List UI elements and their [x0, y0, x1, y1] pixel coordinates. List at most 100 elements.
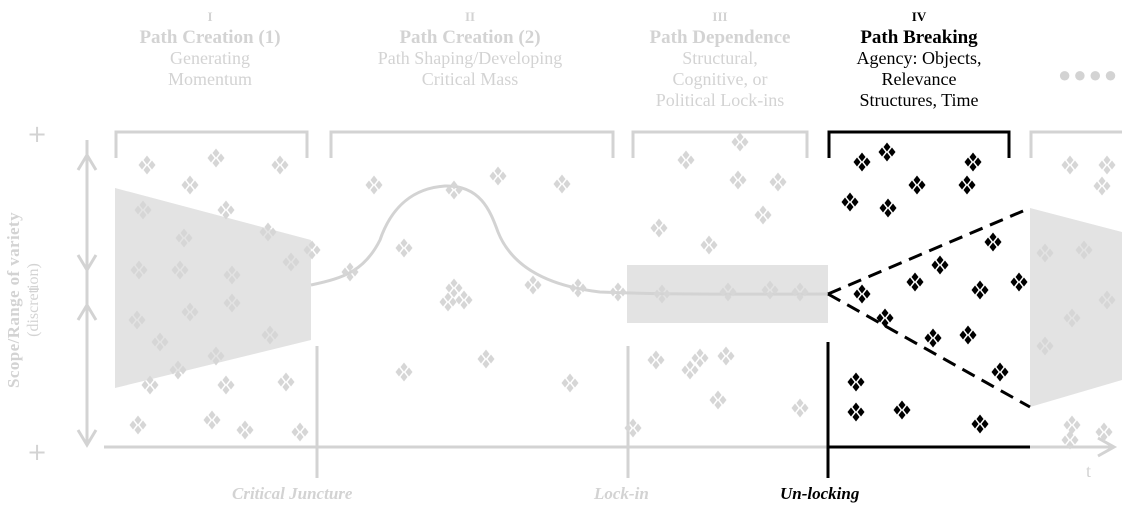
- grey-diamond: [489, 166, 507, 186]
- black-diamond: [853, 152, 871, 172]
- phase-1-name: Path Creation (1): [139, 27, 281, 48]
- black-diamond: [853, 284, 871, 304]
- bracket-phase-4: [827, 130, 1011, 158]
- phase-3-number: III: [712, 9, 728, 24]
- black-diamond: [876, 308, 894, 328]
- phase-4-desc-2: Relevance: [881, 69, 957, 89]
- phase-1-desc-1: Generating: [170, 48, 250, 68]
- black-diamond: [984, 232, 1002, 252]
- grey-diamond: [129, 415, 147, 435]
- phase-3-header: III Path Dependence Structural, Cognitiv…: [630, 6, 810, 111]
- grey-diamond: [395, 238, 413, 258]
- black-diamond: [958, 175, 976, 195]
- x-axis-time-label: t: [1086, 461, 1092, 481]
- grey-diamond: [138, 155, 156, 175]
- y-axis-title: Scope/Range of variety: [4, 212, 23, 388]
- grey-diamond: [455, 290, 473, 310]
- phase-4-desc-1: Agency: Objects,: [856, 48, 982, 68]
- black-diamond: [971, 280, 989, 300]
- grey-diamond: [709, 390, 727, 410]
- bracket-phase-5: [1029, 130, 1122, 158]
- phase-3-name: Path Dependence: [649, 27, 791, 48]
- grey-diamond: [217, 375, 235, 395]
- grey-diamond: [717, 346, 735, 366]
- phase-3-desc-1: Structural,: [682, 48, 758, 68]
- grey-diamond: [1063, 415, 1081, 435]
- grey-diamond: [271, 155, 289, 175]
- y-arrow-bottom-head: [76, 429, 98, 448]
- black-diamond: [971, 414, 989, 434]
- black-diamond: [847, 372, 865, 392]
- phase-4-number: IV: [911, 9, 927, 24]
- grey-diamond: [1093, 176, 1111, 196]
- phase-3-desc-2: Cognitive, or: [672, 69, 768, 89]
- black-diamond: [893, 400, 911, 420]
- bracket-phase-1: [114, 130, 309, 158]
- marker-un-locking: Un-locking: [780, 484, 860, 503]
- phase-1-funnel: [115, 188, 311, 388]
- black-diamond: [906, 272, 924, 292]
- phase-1-header: I Path Creation (1) Generating Momentum: [110, 6, 310, 90]
- phase-4-desc-3: Structures, Time: [859, 90, 979, 110]
- phase-1-desc-2: Momentum: [168, 69, 252, 89]
- marker-lock-in: Lock-in: [594, 484, 649, 503]
- grey-diamond: [395, 362, 413, 382]
- continuation-dots: ●●●●: [1058, 62, 1120, 87]
- grey-diamond: [769, 172, 787, 192]
- black-diamond: [879, 198, 897, 218]
- y-axis-minus: –: [28, 274, 40, 302]
- grey-diamond: [1098, 155, 1116, 175]
- grey-diamond: [754, 205, 772, 225]
- black-diamond: [924, 328, 942, 348]
- grey-diamond: [207, 148, 225, 168]
- black-diamond: [959, 325, 977, 345]
- phase-2-desc-1: Path Shaping/Developing: [377, 48, 563, 68]
- bracket-phase-2: [329, 130, 615, 158]
- bracket-phase-3: [631, 130, 809, 158]
- y-axis-plus-top: +: [27, 120, 48, 148]
- grey-diamond: [791, 398, 809, 418]
- grey-diamond: [524, 275, 542, 295]
- phase-5-funnel: [1030, 208, 1122, 407]
- black-diamond-clusters: [841, 142, 1028, 434]
- grey-diamond: [1061, 155, 1079, 175]
- black-diamond: [1010, 272, 1028, 292]
- grey-diamond: [561, 373, 579, 393]
- grey-diamond: [365, 175, 383, 195]
- phase-2-name: Path Creation (2): [399, 27, 541, 48]
- grey-diamond: [553, 174, 571, 194]
- grey-diamond: [203, 410, 221, 430]
- grey-diamond: [731, 132, 749, 152]
- grey-diamond: [677, 150, 695, 170]
- phase-2-desc-2: Critical Mass: [421, 69, 519, 89]
- y-arrow-up-head: [76, 302, 98, 321]
- grey-diamond: [681, 360, 699, 380]
- grey-diamond: [700, 235, 718, 255]
- grey-diamond: [181, 175, 199, 195]
- y-arrow-down-head: [76, 254, 98, 273]
- phase-4-name: Path Breaking: [860, 27, 978, 48]
- marker-critical-juncture: Critical Juncture: [232, 484, 353, 503]
- y-axis-plus-bottom: +: [27, 438, 48, 466]
- path-curve: [310, 184, 829, 296]
- grey-diamond: [291, 422, 309, 442]
- y-arrow-top-head: [76, 152, 98, 171]
- black-diamond: [964, 152, 982, 172]
- black-diamond: [847, 402, 865, 422]
- grey-diamond: [729, 170, 747, 190]
- black-diamond: [878, 142, 896, 162]
- x-axis-arrow: [1097, 436, 1118, 458]
- divergence-lower-line: [827, 292, 1031, 409]
- phase-2-number: II: [464, 9, 476, 24]
- phase-1-number: I: [207, 9, 213, 24]
- grey-diamond: [650, 218, 668, 238]
- phase-3-desc-3: Political Lock-ins: [655, 90, 785, 110]
- grey-diamond: [477, 349, 495, 369]
- black-diamond: [908, 175, 926, 195]
- phase-4-header: IV Path Breaking Agency: Objects, Releva…: [828, 6, 1010, 111]
- grey-diamond: [445, 180, 463, 200]
- grey-diamond: [236, 420, 254, 440]
- grey-diamond: [647, 350, 665, 370]
